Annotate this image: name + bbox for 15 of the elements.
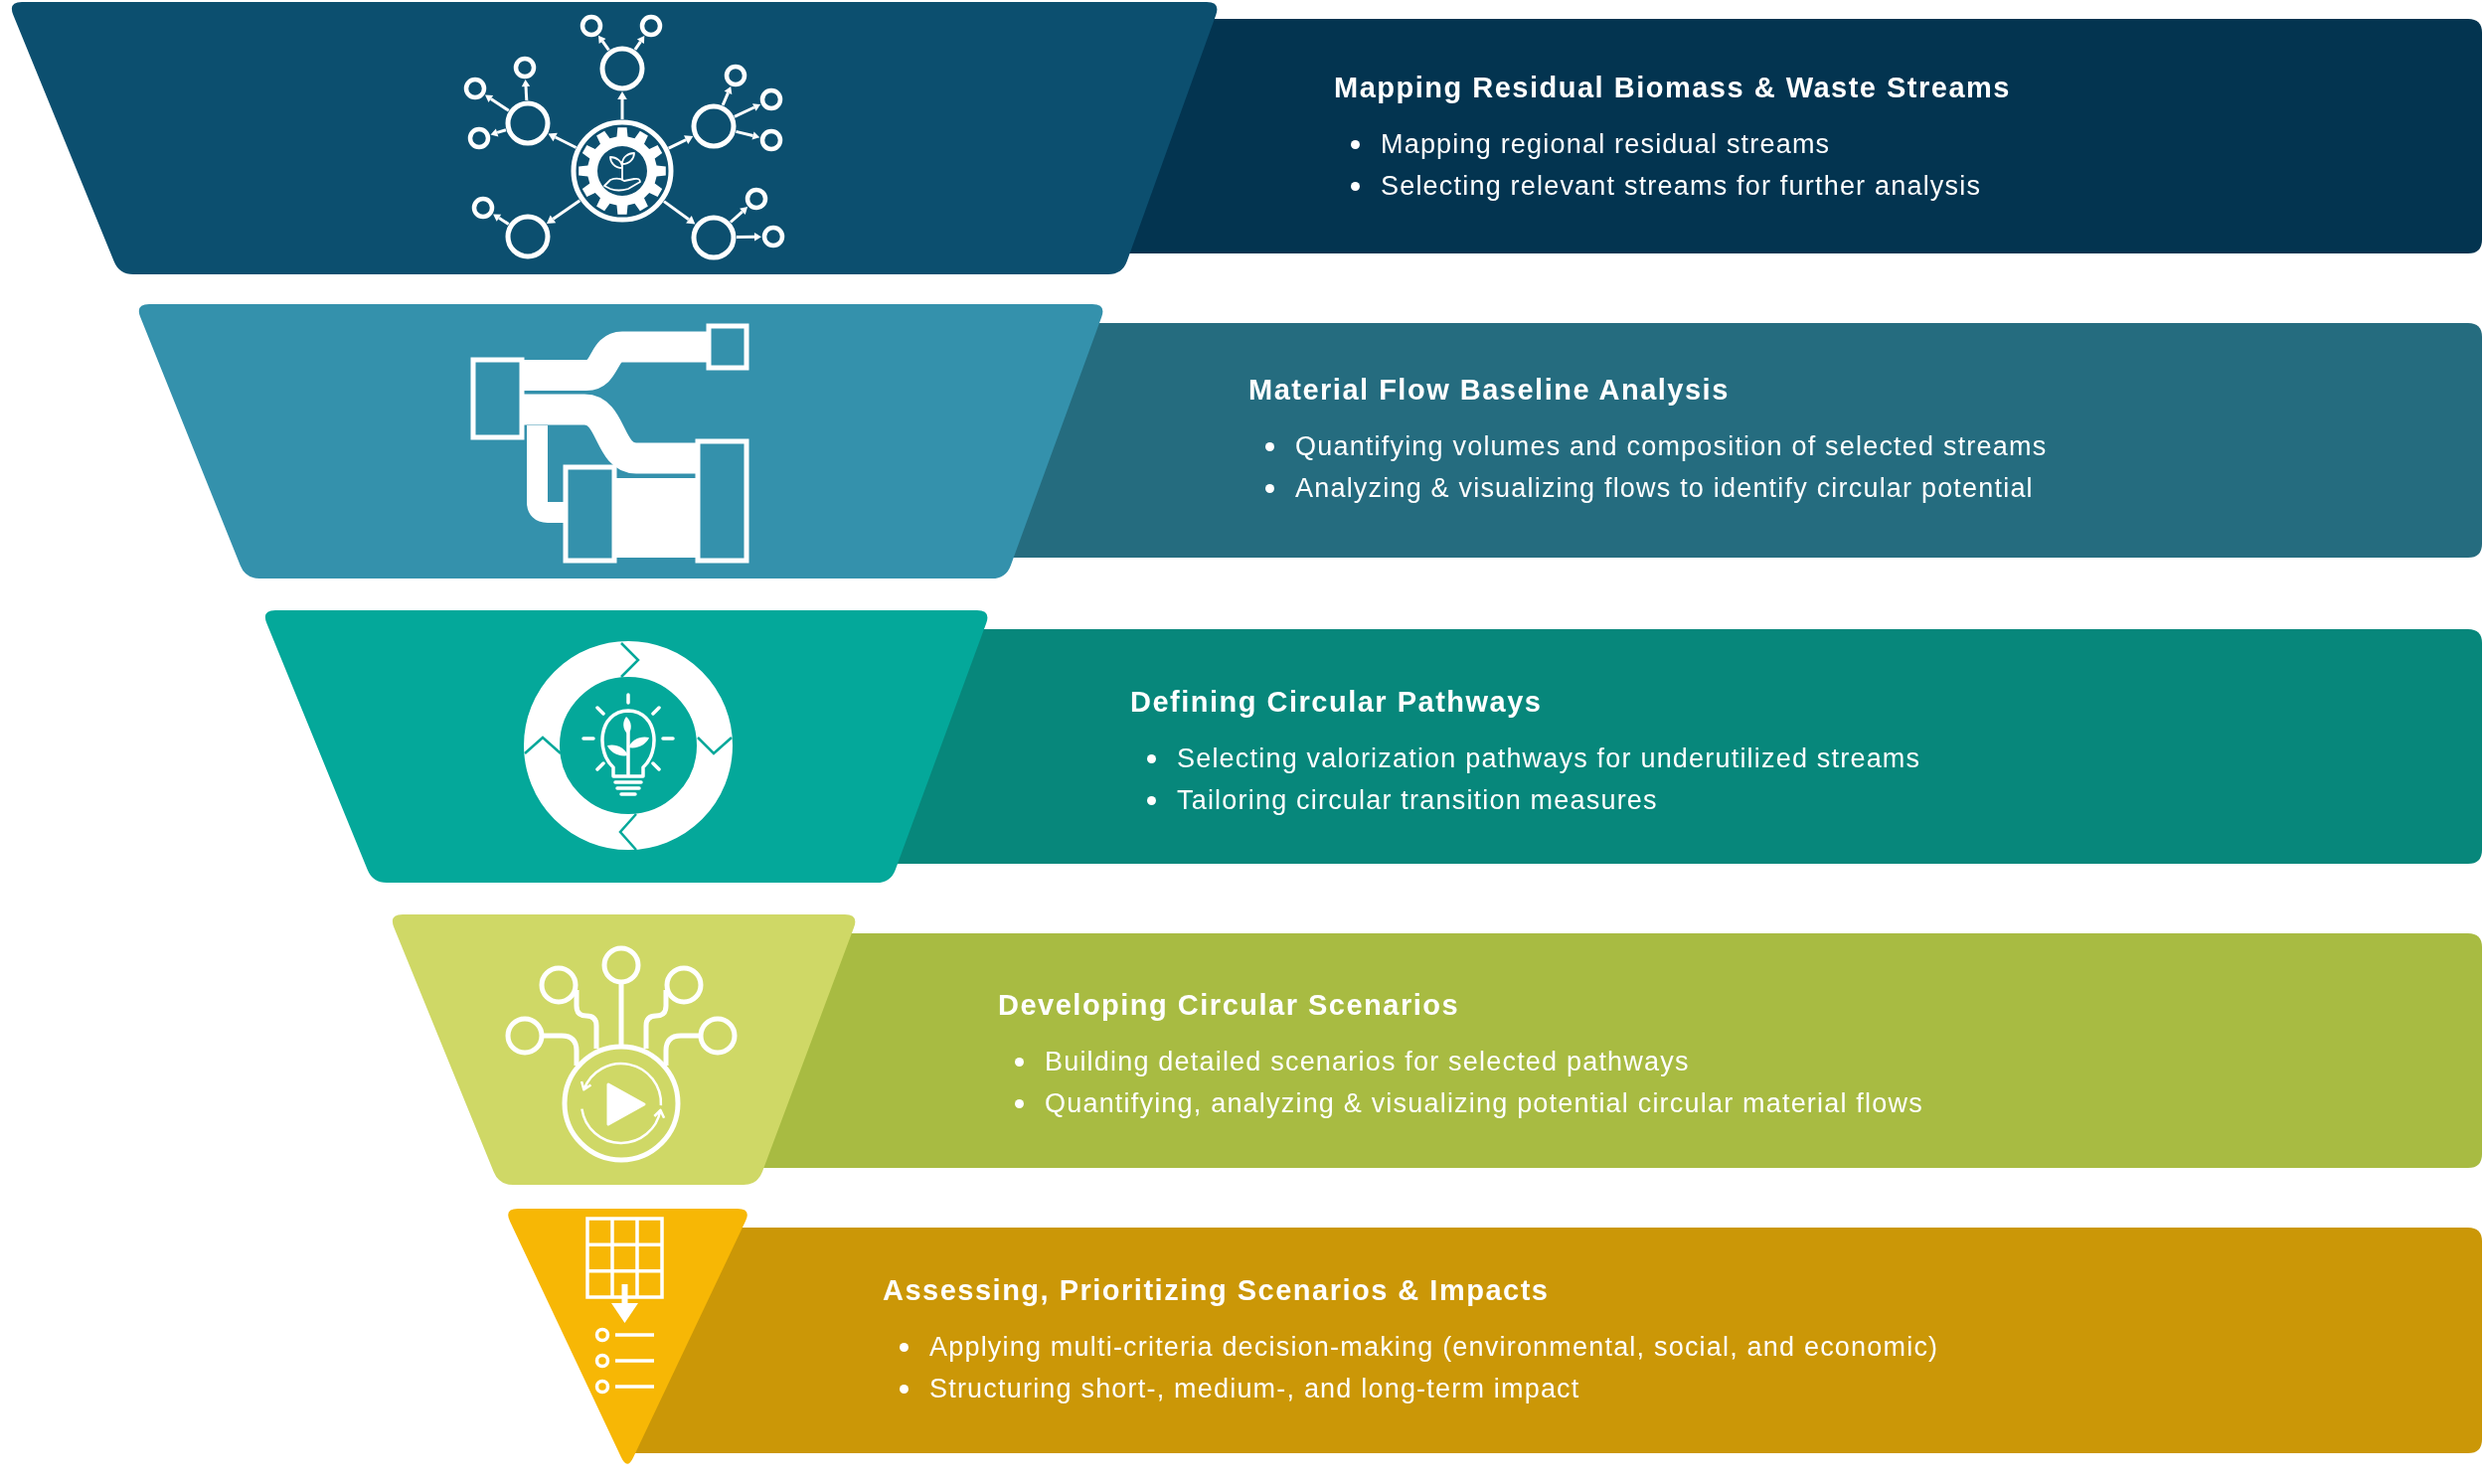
bullet-text: Quantifying, analyzing & visualizing potential circular material flows [1045, 1087, 1923, 1120]
step-heading: Material Flow Baseline Analysis [1248, 373, 1730, 408]
bullet-text: Structuring short-, medium-, and long-term impact [929, 1373, 1580, 1405]
step-heading: Assessing, Prioritizing Scenarios & Impacts [883, 1273, 1550, 1308]
bullet-text: Building detailed scenarios for selected pathways [1045, 1046, 1690, 1078]
step-heading: Developing Circular Scenarios [998, 988, 1460, 1023]
bullet-text: Quantifying volumes and composition of selected streams [1295, 430, 2048, 463]
bullet-text: Analyzing & visualizing flows to identify circular potential [1295, 472, 2034, 505]
step-heading: Defining Circular Pathways [1130, 685, 1543, 720]
bullet-text: Selecting valorization pathways for underutilized streams [1177, 742, 1921, 775]
bullet-text: Applying multi-criteria decision-making (environmental, social, and economic) [929, 1331, 1939, 1364]
step-heading: Mapping Residual Biomass & Waste Streams [1334, 71, 2011, 105]
bullet-text: Selecting relevant streams for further analysis [1381, 170, 1982, 203]
bullet-text: Mapping regional residual streams [1381, 128, 1831, 161]
bullet-text: Tailoring circular transition measures [1177, 784, 1658, 817]
